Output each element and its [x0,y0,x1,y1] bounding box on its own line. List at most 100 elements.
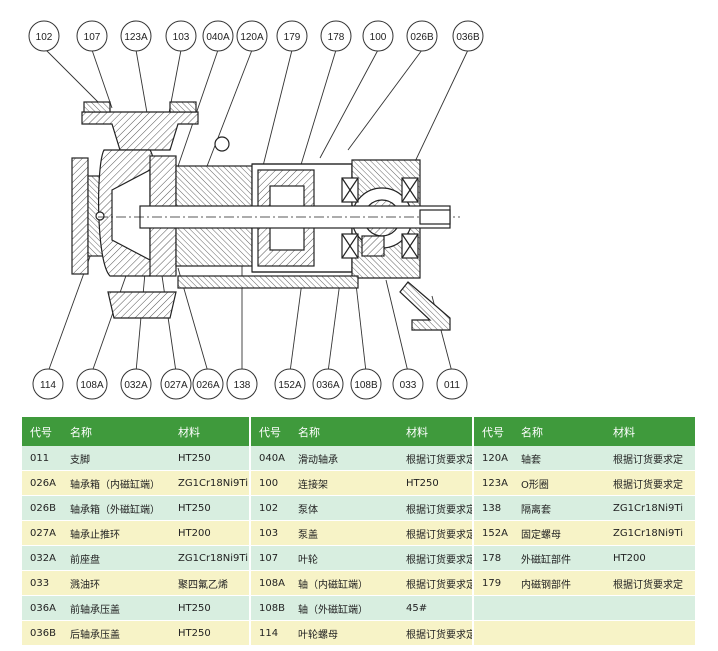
suction-flange [71,157,89,275]
table-cell: 叶轮 [290,545,398,571]
table-cell: ZG1Cr18Ni9Ti [170,470,251,496]
front-foot [107,291,177,319]
table-cell [473,595,513,621]
callout-178: 178 [320,20,352,52]
callout-026a: 026A [192,368,224,400]
table-cell: 114 [250,620,290,646]
callout-label: 040A [206,32,230,43]
table-cell: 滑动轴承 [290,446,398,471]
callout-108b: 108B [350,368,382,400]
callout-100: 100 [362,20,394,52]
support-foot [399,281,451,331]
table-cell [513,620,605,646]
callout-label: 011 [444,380,460,391]
table-cell: 支脚 [62,446,170,471]
callouts-bottom: 114 108A 032A 027A 026A 138 152A 036A 10… [32,368,468,400]
header-code: 代号 [22,417,62,446]
callout-label: 032A [124,380,148,391]
table-cell: ZG1Cr18Ni9Ti [170,545,251,571]
table-cell: 叶轮螺母 [290,620,398,646]
table-cell: O形圈 [513,470,605,496]
table-cell: 036A [22,595,62,621]
table-header-row: 代号 名称 材料 代号 名称 材料 代号 名称 材料 [22,417,695,446]
table-cell: 聚四氟乙烯 [170,570,251,596]
table-cell: 轴套 [513,446,605,471]
table-cell: HT200 [170,520,251,546]
table-cell: 45# [398,595,474,621]
table-cell: 根据订货要求定 [398,495,474,521]
callout-label: 114 [40,380,56,391]
callout-036b: 036B [452,20,484,52]
callout-label: 152A [278,380,302,391]
header-material: 材料 [605,417,695,446]
table-cell: 040A [250,446,290,471]
table-cell: 根据订货要求定 [398,570,474,596]
table-cell: HT250 [170,495,251,521]
table-cell: 泵盖 [290,520,398,546]
table-cell: 根据订货要求定 [398,545,474,571]
table-cell: 轴承箱（外磁缸端） [62,495,170,521]
table-cell: 后轴承压盖 [62,620,170,646]
table-cell: 根据订货要求定 [605,446,695,471]
table-cell: 外磁缸部件 [513,545,605,571]
table-cell: 026B [22,495,62,521]
table-cell [605,620,695,646]
pump-sectional-drawing: 102 107 123A 103 040A 120A 179 178 100 0… [28,20,484,400]
header-name: 名称 [290,417,398,446]
table-cell: 032A [22,545,62,571]
header-code: 代号 [250,417,290,446]
header-name: 名称 [513,417,605,446]
table-cell: HT250 [170,446,251,471]
table-cell: HT250 [170,595,251,621]
callout-032a: 032A [120,368,152,400]
callout-label: 138 [234,380,251,391]
table-cell: 027A [22,520,62,546]
table-cell [605,595,695,621]
callout-label: 103 [173,32,190,43]
callout-label: 120A [240,32,264,43]
table-cell: 根据订货要求定 [398,520,474,546]
table-cell: 根据订货要求定 [398,446,474,471]
table-cell [513,595,605,621]
header-material: 材料 [398,417,474,446]
table-cell: 107 [250,545,290,571]
callout-label: 026A [196,380,220,391]
table-cell: 138 [473,495,513,521]
callout-138: 138 [226,368,258,400]
table-cell: ZG1Cr18Ni9Ti [605,520,695,546]
callout-107: 107 [76,20,108,52]
table-cell: 根据订货要求定 [398,620,474,646]
callout-label: 178 [328,32,345,43]
callout-033: 033 [392,368,424,400]
shaft [139,205,451,229]
discharge-nozzle [81,111,199,151]
table-cell: 前座盘 [62,545,170,571]
callout-label: 108B [354,380,378,391]
table-cell: 根据订货要求定 [605,570,695,596]
callout-label: 027A [164,380,188,391]
callout-040a: 040A [202,20,234,52]
table-cell: 033 [22,570,62,596]
header-material: 材料 [170,417,251,446]
table-cell: 溅油环 [62,570,170,596]
table-cell: 108B [250,595,290,621]
callout-036a: 036A [312,368,344,400]
table-cell: 123A [473,470,513,496]
callout-label: 036B [456,32,480,43]
table-cell: 102 [250,495,290,521]
callout-label: 026B [410,32,434,43]
callout-label: 108A [80,380,104,391]
table-cell: 轴（内磁缸端） [290,570,398,596]
callout-027a: 027A [160,368,192,400]
table-cell [473,620,513,646]
table-cell: 内磁钢部件 [513,570,605,596]
callout-label: 033 [400,380,417,391]
table-cell: HT200 [605,545,695,571]
